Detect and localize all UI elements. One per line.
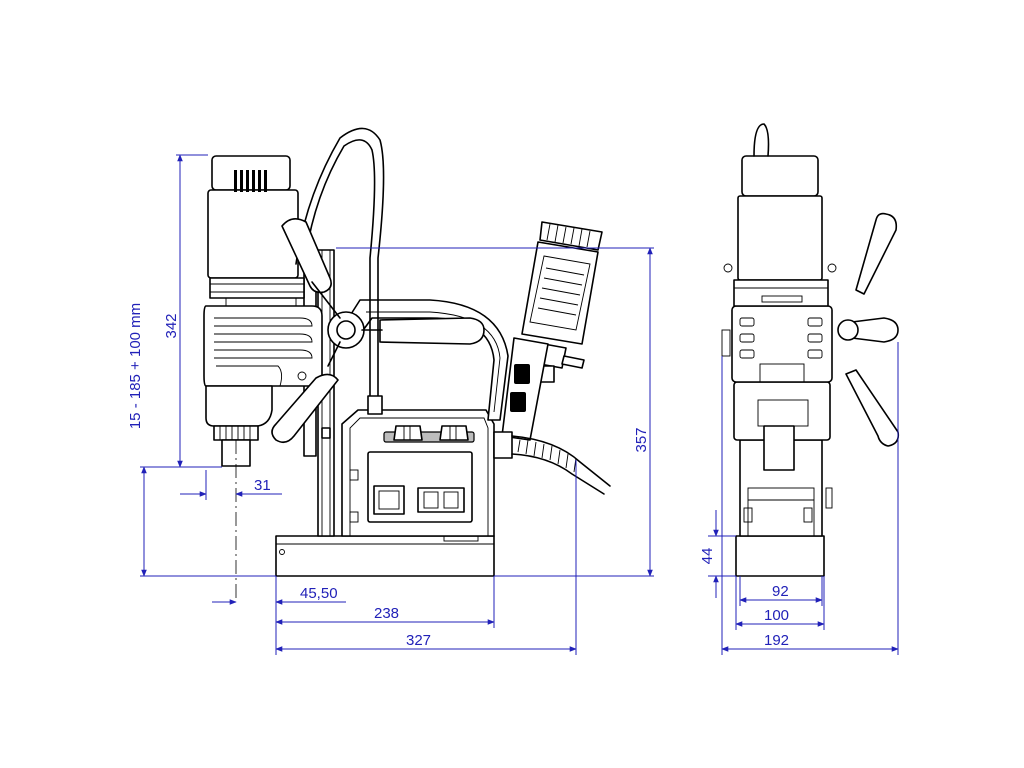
side-motor-housing — [207, 155, 305, 307]
front-spindle — [763, 425, 795, 471]
side-gearbox — [203, 305, 323, 427]
label-stroke-range: 15 - 185 + 100 mm — [127, 303, 144, 429]
dimension-lines — [140, 154, 899, 655]
side-power-cable — [493, 431, 611, 495]
label-spindle-offset: 31 — [254, 477, 271, 494]
front-cross-handle — [837, 212, 900, 447]
label-overall-depth: 327 — [406, 632, 431, 649]
front-magnetic-base — [735, 535, 825, 577]
label-magnet-width-inner: 92 — [772, 583, 789, 600]
dimension-labels: 342 15 - 185 + 100 mm 31 357 45,50 238 3… — [127, 303, 789, 649]
label-magnet-width: 100 — [764, 607, 789, 624]
label-overall-width: 192 — [764, 632, 789, 649]
side-frame-body — [341, 299, 509, 537]
label-overall-height: 342 — [163, 313, 180, 338]
side-cross-handle — [271, 218, 485, 444]
label-base-length: 238 — [374, 605, 399, 622]
side-view — [203, 127, 611, 600]
label-base-offset: 45,50 — [300, 585, 338, 602]
side-coolant-tank — [501, 221, 603, 441]
front-view — [721, 123, 900, 577]
front-gearbox — [721, 305, 833, 383]
label-table-height: 357 — [633, 427, 650, 452]
label-base-height: 44 — [699, 548, 716, 565]
side-hose — [295, 127, 385, 415]
side-magnetic-base — [275, 535, 495, 577]
side-spindle — [213, 425, 259, 467]
front-motor — [723, 123, 837, 307]
